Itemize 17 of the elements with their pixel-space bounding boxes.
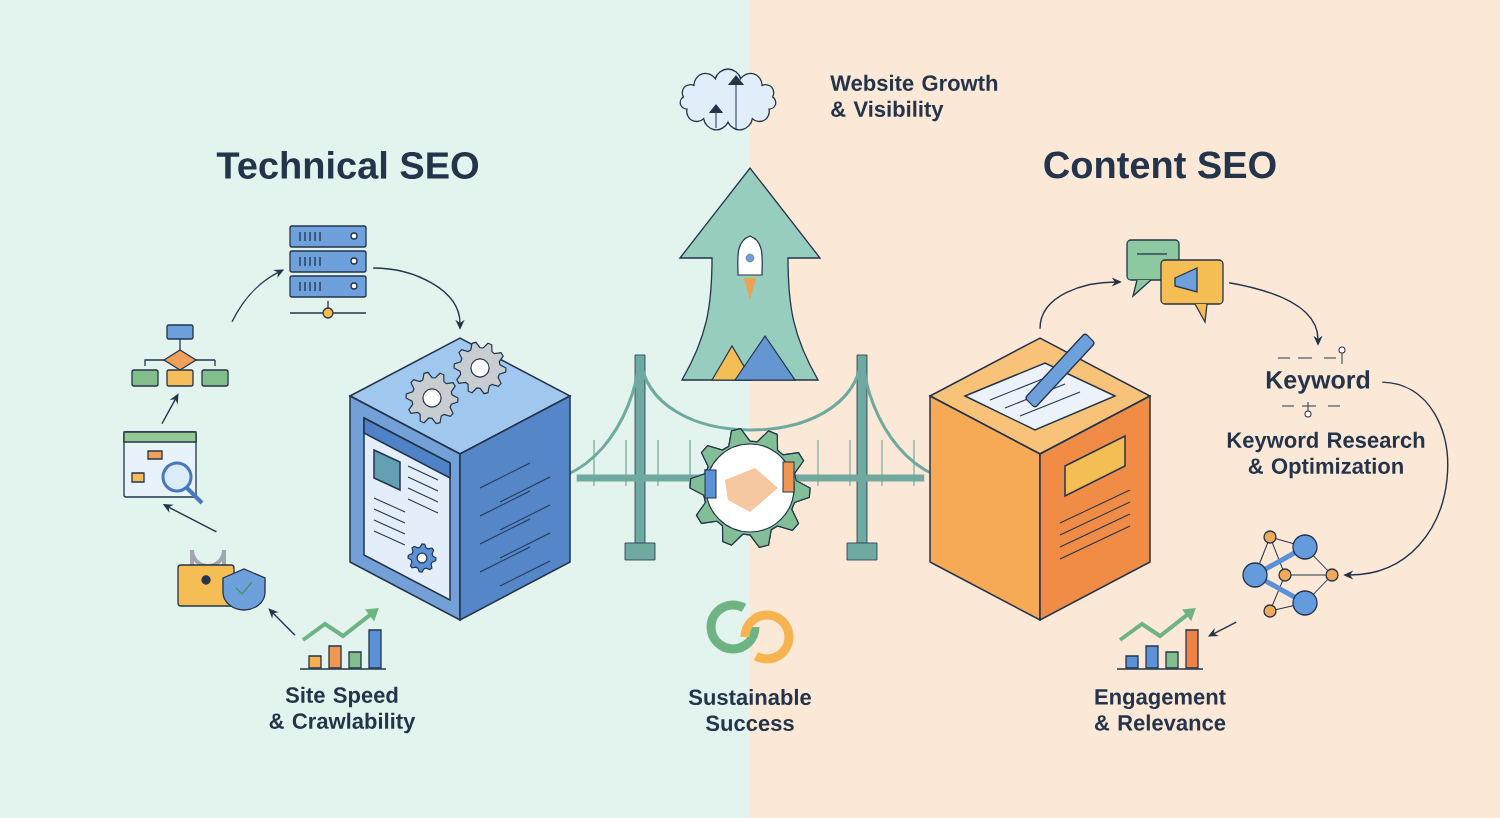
browser-search-icon bbox=[123, 431, 204, 505]
server-icon bbox=[289, 225, 367, 319]
network-icon bbox=[1242, 530, 1339, 618]
icon-caption: Sustainable Success bbox=[688, 688, 811, 732]
section-title: Content SEO bbox=[1044, 151, 1276, 179]
bar-chart-icon bbox=[1116, 608, 1204, 670]
icon-caption: Website Growth & Visibility bbox=[830, 74, 998, 122]
icon-caption: Engagement & Relevance bbox=[1094, 689, 1226, 731]
cloud-icon bbox=[679, 68, 777, 131]
icon-caption: Site Speed & Crawlability bbox=[269, 686, 416, 734]
bar-chart-icon bbox=[299, 608, 387, 670]
icon-caption: Keyword Research & Optimization bbox=[1227, 431, 1425, 479]
flowchart-icon bbox=[131, 324, 229, 387]
lock-shield-icon bbox=[177, 548, 266, 611]
arrow bbox=[268, 608, 296, 636]
section-title: Technical SEO bbox=[216, 151, 479, 179]
chat-bubbles-icon bbox=[1126, 239, 1224, 325]
